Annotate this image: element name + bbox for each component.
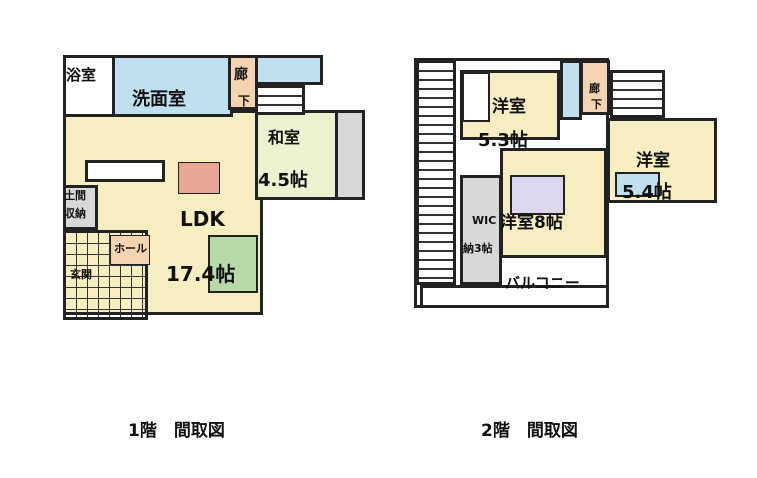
label-western1-size: 5.3帖 — [478, 130, 528, 151]
dining-table — [178, 162, 220, 194]
closet1 — [462, 72, 490, 122]
label-western2-size: 5.4帖 — [622, 182, 672, 203]
entrance-floor — [63, 230, 148, 320]
label-corridor2: 下 — [238, 94, 251, 108]
label-entrance-hall: ホール — [114, 242, 147, 255]
roof-slope — [416, 60, 456, 285]
label-master: 洋室8帖 — [500, 213, 563, 233]
storage — [63, 185, 98, 230]
label-storage2: 収納 — [64, 207, 86, 220]
label-bath: 浴室 — [66, 66, 97, 84]
bath-room — [63, 55, 115, 117]
toilet2 — [560, 60, 582, 120]
label-wic: WIC — [472, 214, 497, 227]
label-corridor: 廊 — [234, 67, 248, 83]
label-wic-size: 納3帖 — [463, 242, 493, 255]
closet — [335, 110, 365, 200]
label-japanese-room: 和室 — [268, 128, 301, 147]
label-corridor2b: 下 — [591, 98, 602, 111]
corridor — [228, 55, 258, 110]
sofa — [208, 235, 258, 293]
stairs — [255, 85, 305, 115]
label-western2: 洋室 — [636, 151, 670, 171]
label-japanese-size: 4.5帖 — [258, 170, 308, 191]
label-western1: 洋室 — [492, 97, 526, 117]
label-balcony: バルコニー — [505, 274, 580, 292]
floor1-caption: 1階 間取図 — [128, 421, 225, 441]
balcony — [420, 285, 609, 308]
label-storage1: 土間 — [64, 189, 86, 202]
bed — [510, 175, 565, 215]
desk2 — [615, 172, 660, 197]
toilet — [255, 55, 323, 85]
label-washroom: 洗面室 — [132, 89, 186, 110]
wic — [460, 175, 502, 285]
hall-floor — [110, 235, 150, 265]
corridor2 — [580, 60, 610, 115]
floor2-caption: 2階 間取図 — [481, 421, 578, 441]
kitchen-counter — [85, 160, 165, 182]
label-entrance: 玄関 — [70, 268, 92, 281]
label-ldk: LDK — [180, 207, 225, 231]
stairs2 — [610, 70, 665, 118]
label-ldk-size: 17.4帖 — [166, 262, 236, 286]
label-corridor2: 廊 — [589, 82, 600, 95]
